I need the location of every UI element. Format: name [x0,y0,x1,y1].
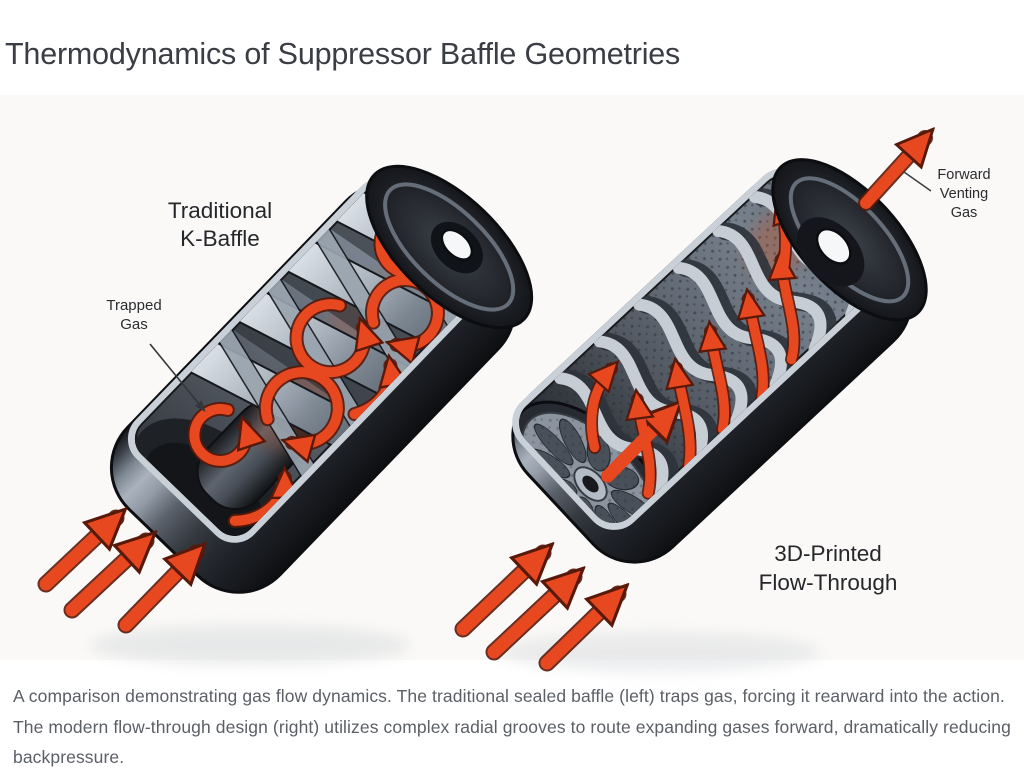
entry-arrow [487,577,574,659]
entry-arrow [39,518,116,591]
muzzle-exit-hole [815,227,852,265]
incoming-gas-arrows-right [454,553,618,672]
s-flow-arrow [634,368,695,471]
muzzle-exit-hole [440,228,474,261]
entry-arrow [456,553,543,636]
swirl-arrow [291,299,375,378]
entry-arrow [540,594,618,670]
bore-flow-arrow [601,410,675,483]
swirl-arrow [189,403,255,466]
right-suppressor [509,158,928,564]
trapped-gas-leader-line [149,343,206,412]
shadow-left [90,625,410,665]
left-suppressor [109,164,534,594]
label-forward-venting-gas: Forward Venting Gas [937,167,991,221]
front-end-cap [771,158,928,322]
forward-flow-arrows [563,203,869,500]
venting-gas-leader-line [903,171,932,192]
page-title: Thermodynamics of Suppressor Baffle Geom… [5,37,681,71]
label-traditional-k-baffle: Traditional K-Baffle [167,198,273,251]
forward-venting-exit-arrow [858,138,925,211]
front-end-cap [365,164,534,330]
flow-vane [633,298,748,429]
label-trapped-gas: Trapped Gas [106,297,162,333]
s-flow-arrow [563,369,643,453]
s-flow-arrow [668,331,730,434]
label-3d-printed-flow-through: 3D-Printed Flow-Through [758,541,898,595]
swirl-arrow [229,473,293,526]
entry-arrow [65,541,146,617]
exit-arrow [860,138,925,209]
flow-vane [672,261,788,392]
incoming-gas-arrows-left [37,518,196,634]
figure-caption: A comparison demonstrating gas flow dyna… [13,686,1011,767]
swirl-arrow [260,367,343,456]
entry-arrow [119,553,196,632]
s-flow-arrow [596,399,689,498]
center-bore [582,475,599,493]
s-flow-arrow [706,299,768,403]
